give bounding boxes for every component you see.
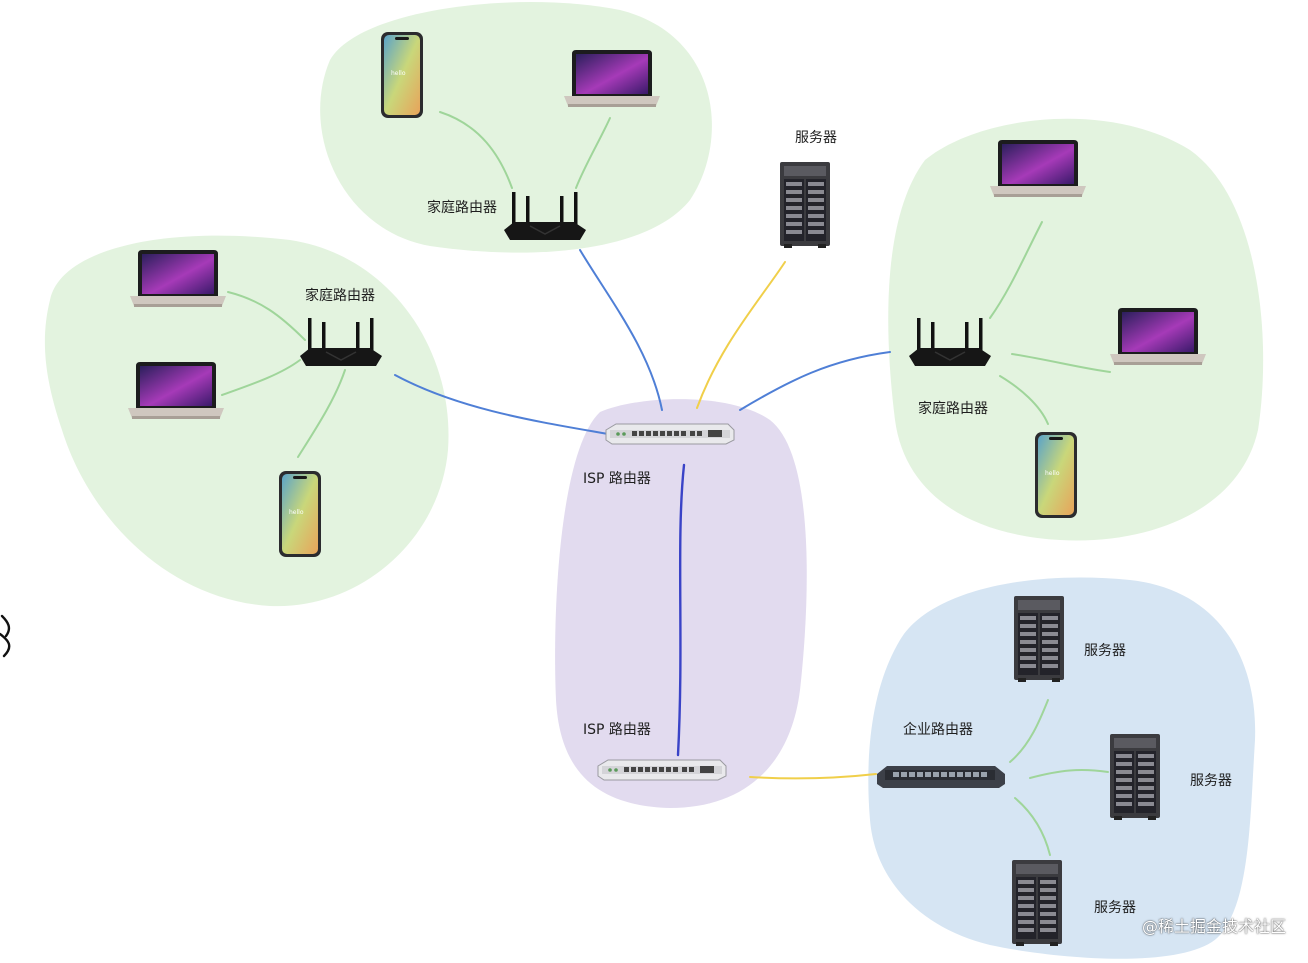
- link-server-isp: [696, 261, 786, 409]
- home-region-left: [44, 235, 449, 607]
- link-isp-backbone: [676, 463, 686, 757]
- laptop-icon: [128, 362, 224, 419]
- smartphone-icon: [279, 471, 321, 557]
- label-home-router-right: 家庭路由器: [918, 401, 988, 417]
- enterprise-region: [868, 577, 1256, 959]
- label-enterprise-router: 企业路由器: [903, 722, 973, 738]
- smartphone-icon: [381, 32, 423, 118]
- label-server-top: 服务器: [795, 130, 837, 146]
- smartphone-icon: [1035, 432, 1077, 518]
- link-home-left-isp: [394, 374, 609, 435]
- enterprise-switch-icon: [877, 766, 1005, 788]
- isp-router-icon: [605, 423, 735, 445]
- home-region-right: [888, 118, 1264, 541]
- link-right-laptop2: [1011, 353, 1111, 373]
- link-right-phone: [999, 375, 1049, 425]
- link-left-laptop1: [227, 291, 306, 341]
- link-top-phone: [439, 111, 513, 189]
- link-ent-server1: [1009, 699, 1049, 763]
- link-home-right-isp: [739, 351, 891, 411]
- link-isp-enterprise: [749, 773, 877, 780]
- handwritten-stroke-fragment: [0, 614, 11, 658]
- server-tower-icon: [1014, 596, 1064, 682]
- server-tower-icon: [1110, 734, 1160, 820]
- laptop-icon: [130, 250, 226, 307]
- laptop-icon: [564, 50, 660, 107]
- label-enterprise-server-3: 服务器: [1094, 900, 1136, 916]
- label-enterprise-server-2: 服务器: [1190, 773, 1232, 789]
- link-home-top-isp: [579, 249, 663, 411]
- laptop-icon: [1110, 308, 1206, 365]
- home-region-top: [320, 2, 712, 253]
- link-left-laptop2: [221, 359, 301, 396]
- isp-router-icon: [597, 759, 727, 781]
- laptop-icon: [990, 140, 1086, 197]
- label-home-router-top: 家庭路由器: [427, 200, 497, 216]
- link-ent-server2: [1029, 769, 1109, 779]
- link-ent-server3: [1014, 797, 1051, 856]
- watermark: @稀土掘金技术社区: [1141, 917, 1286, 936]
- server-tower-icon: [1012, 860, 1062, 946]
- label-isp-router-lower: ISP 路由器: [583, 722, 651, 738]
- label-isp-router-upper: ISP 路由器: [583, 471, 651, 487]
- label-home-router-left: 家庭路由器: [305, 288, 375, 304]
- link-left-phone: [297, 369, 346, 458]
- server-tower-icon: [780, 162, 830, 248]
- link-right-laptop1: [989, 221, 1043, 319]
- label-enterprise-server-1: 服务器: [1084, 643, 1126, 659]
- link-top-laptop: [575, 117, 611, 189]
